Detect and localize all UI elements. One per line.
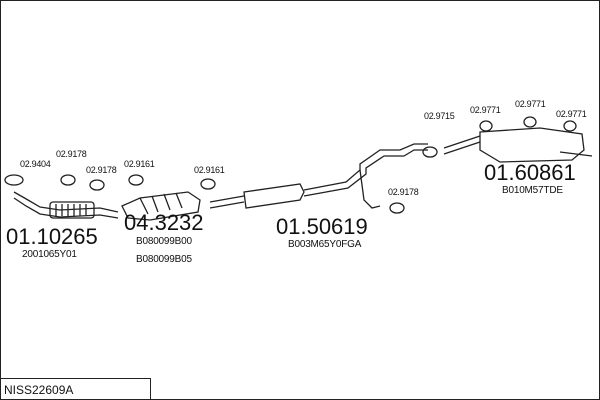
part-number-front-pipe: 01.10265 (6, 224, 98, 249)
part-number-catalyst: 04.3232 (124, 210, 204, 235)
ref-gasket-cat-out: 02.9161 (194, 165, 225, 175)
oe-catalyst-2: B080099B05 (136, 254, 192, 265)
middle-silencer-shape (243, 183, 305, 209)
part-number-middle-silencer: 01.50619 (276, 214, 368, 239)
ref-clamp-rear: 02.9715 (424, 111, 455, 121)
oe-rear-silencer: B010M57TDE (502, 185, 563, 196)
oe-front-pipe: 2001065Y01 (22, 249, 77, 260)
ref-hanger-3: 02.9771 (556, 109, 587, 119)
ref-mount-mid: 02.9178 (388, 187, 419, 197)
oe-catalyst-1: B080099B00 (136, 236, 192, 247)
ref-mount-b: 02.9178 (86, 165, 117, 175)
front-pipe-flex (49, 201, 95, 219)
mount-b-shape (89, 179, 105, 191)
ref-mount-a: 02.9178 (56, 149, 87, 159)
part-number-rear-silencer: 01.60861 (484, 160, 576, 185)
ref-gasket-front: 02.9404 (20, 159, 51, 169)
cat-out-gasket-shape (200, 178, 216, 190)
oe-middle-silencer: B003M65Y0FGA (288, 239, 362, 250)
front-gasket-shape (4, 174, 24, 186)
ref-gasket-cat-in: 02.9161 (124, 159, 155, 169)
ref-hanger-2: 02.9771 (515, 99, 546, 109)
assembly-code-box (0, 378, 151, 399)
ref-hanger-1: 02.9771 (470, 105, 501, 115)
mount-a-shape (60, 174, 76, 186)
mount-mid-shape (389, 202, 405, 214)
clamp-rear-shape (422, 146, 438, 158)
cat-in-gasket-shape (128, 174, 144, 186)
rear-silencer-shape (479, 127, 585, 163)
catalyst-shape (121, 191, 201, 221)
hanger-3-shape (563, 120, 577, 132)
hanger-2-shape (523, 116, 537, 128)
assembly-code: NISS22609A (4, 383, 74, 397)
hanger-1-shape (479, 120, 493, 132)
